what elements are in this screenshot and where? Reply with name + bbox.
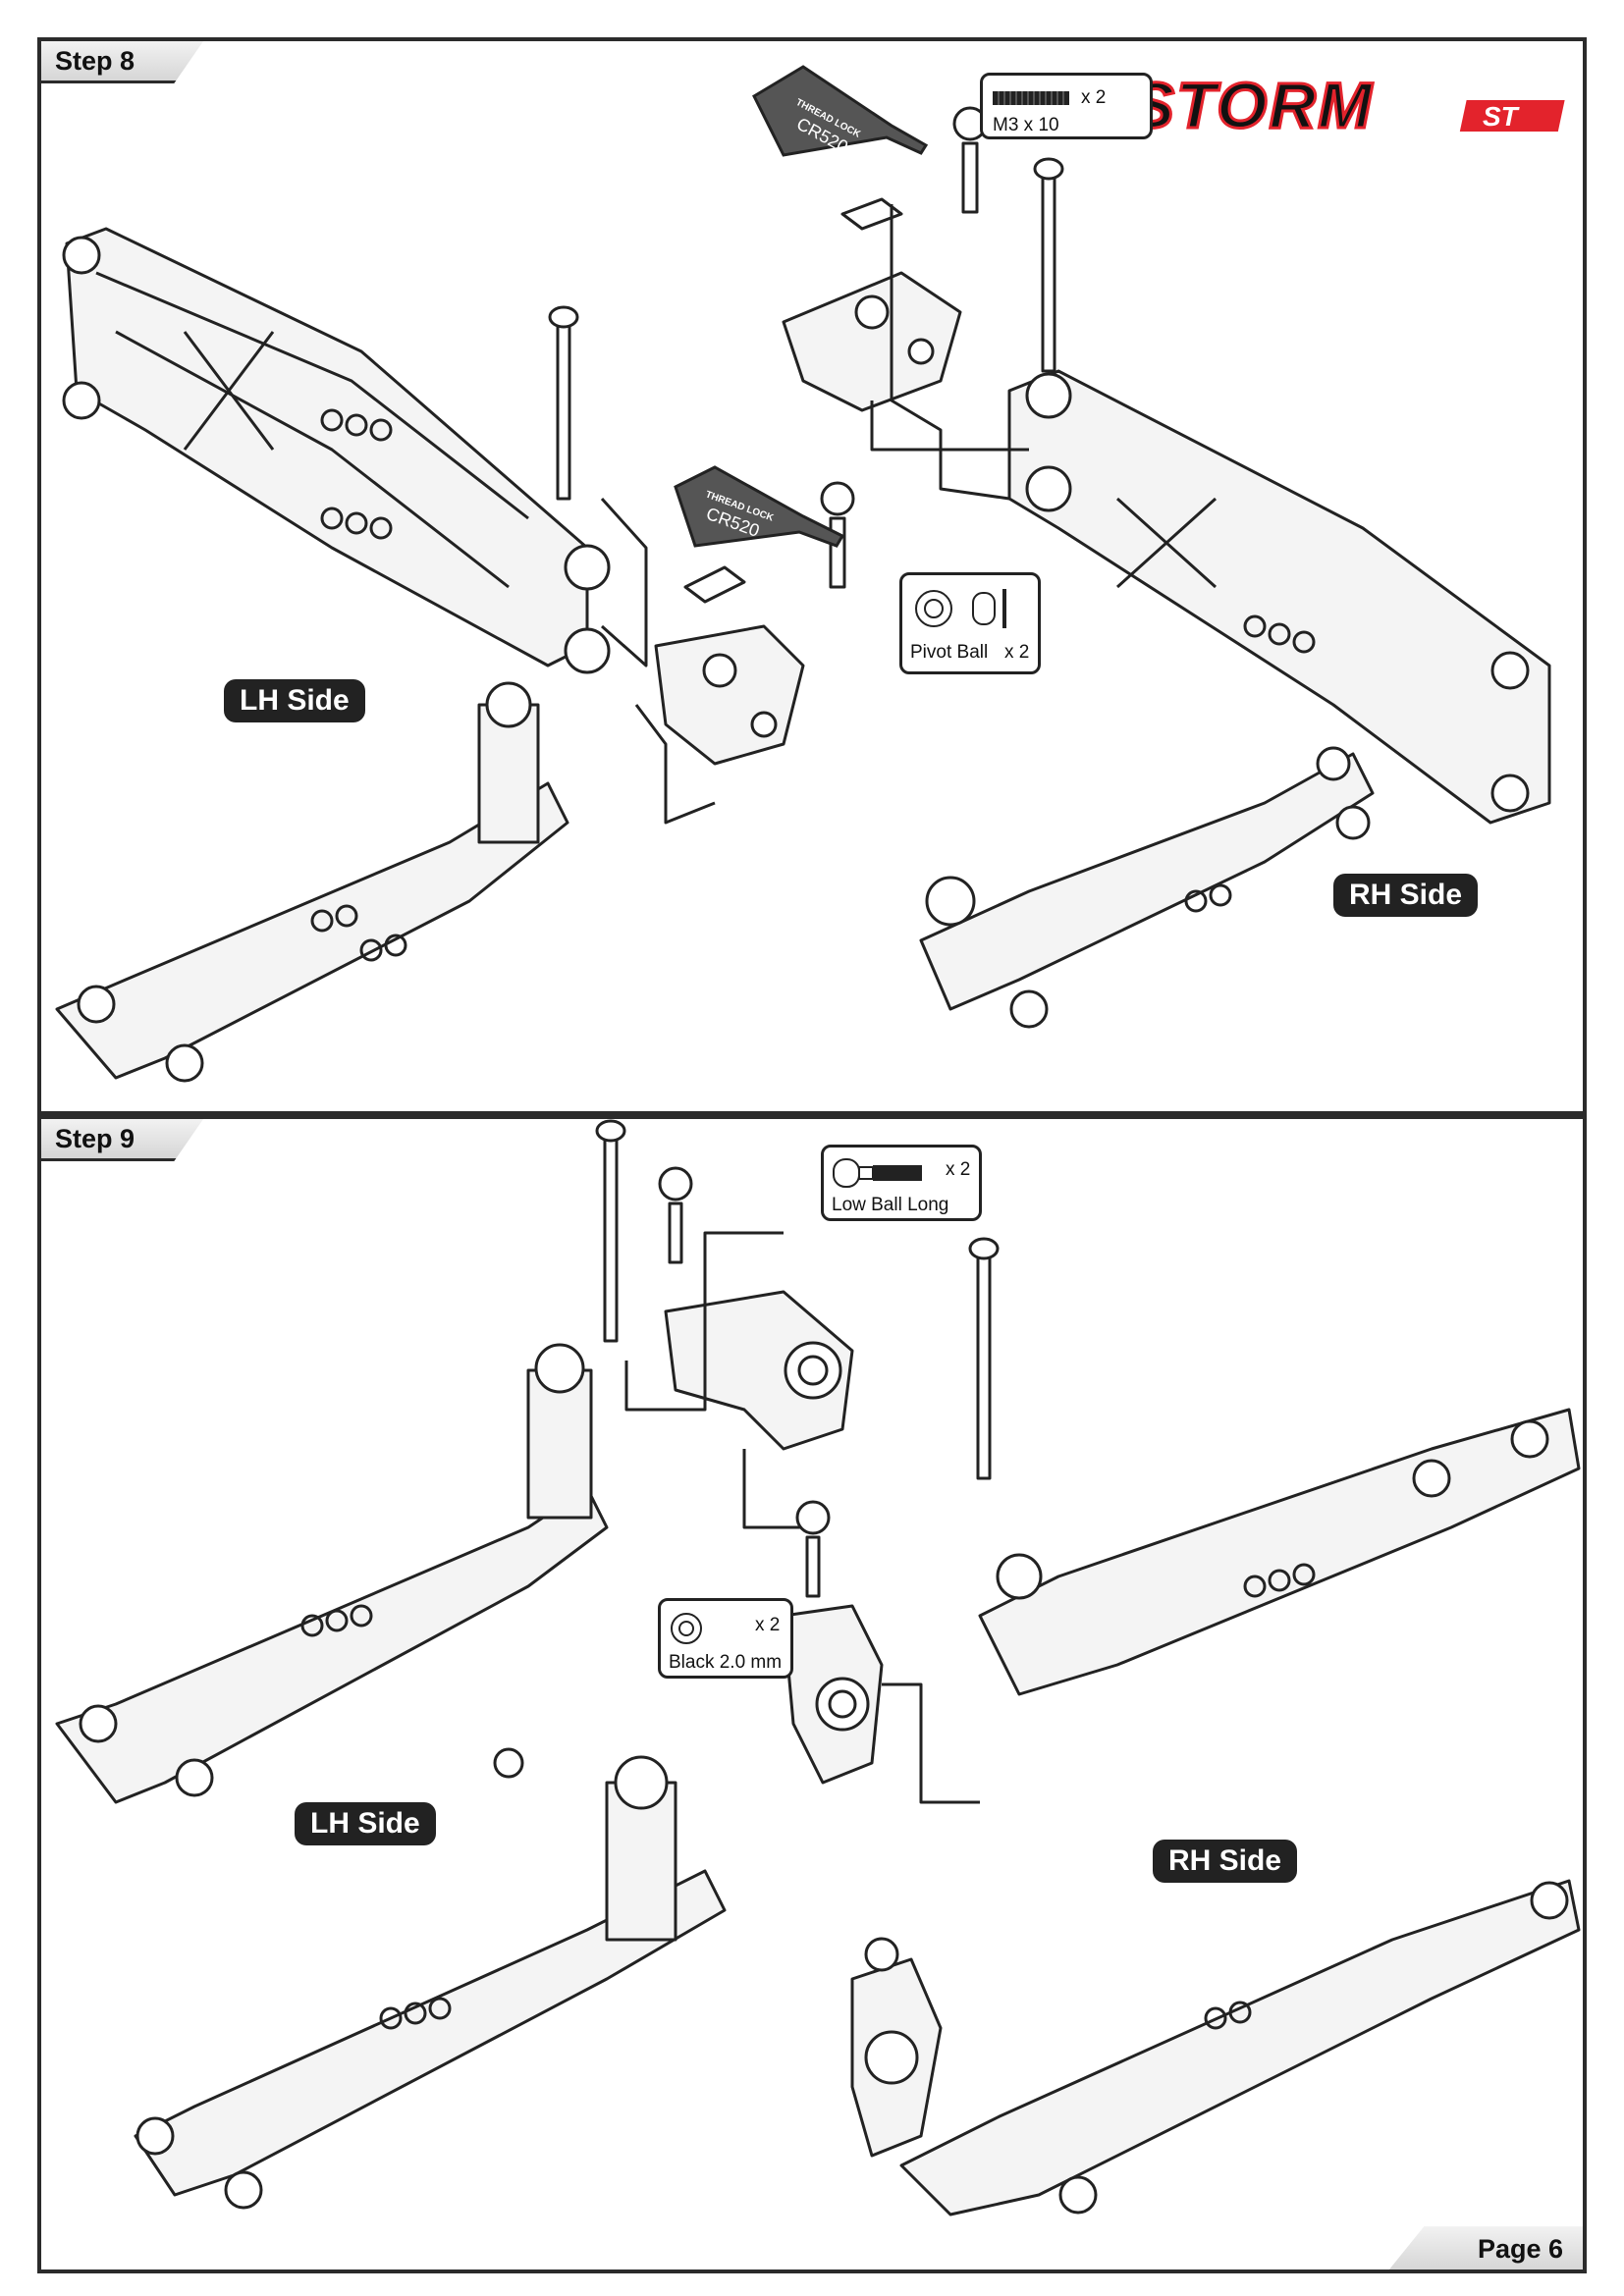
- step-9-rh-side-label: RH Side: [1153, 1840, 1298, 1883]
- step-divider: [37, 1111, 1587, 1119]
- pivot-ball-label: Pivot Ball: [910, 642, 989, 663]
- pivot-ball-qty: x 2: [1004, 642, 1030, 663]
- black-spacer-label: Black 2.0 mm: [669, 1652, 783, 1673]
- rh-arm-with-caster: [978, 1408, 1581, 1696]
- step-9-panel: Step 9: [37, 1115, 1587, 2273]
- hinge-pin-lh: [548, 305, 579, 501]
- thread-lock-tube-2: THREAD LOCK CR520: [674, 465, 845, 548]
- lh-lower-arm-exploded: [62, 227, 611, 674]
- step-8-lh-side-label: LH Side: [224, 679, 365, 722]
- lh-assembled-with-knuckle: [134, 1747, 727, 2210]
- step-9-lh-side-label: LH Side: [295, 1802, 436, 1845]
- rh-caster-block: [782, 197, 962, 412]
- page-frame: [37, 37, 1587, 2273]
- hinge-pin-step9-lh: [595, 1119, 626, 1343]
- steering-knuckle-lower: [782, 1604, 884, 1785]
- black-spacer-qty: x 2: [755, 1615, 781, 1635]
- black-spacer-callout: x 2 Black 2.0 mm: [658, 1598, 793, 1679]
- rh-lower-arm-exploded: [1007, 369, 1551, 825]
- screw-icon: [993, 91, 1069, 105]
- lh-arm-with-caster: [55, 1343, 609, 1804]
- svg-text:STORM: STORM: [1131, 71, 1374, 141]
- thread-lock-tube-1: THREAD LOCK CR520: [752, 65, 929, 157]
- m3x10-qty: x 2: [1081, 87, 1107, 108]
- step-8-panel: Step 8: [37, 37, 1587, 1115]
- rh-assembled-arm: [919, 746, 1375, 1029]
- low-ball-long-icon: [833, 1158, 922, 1188]
- pivot-ball-icon: [915, 589, 1006, 628]
- hinge-pin-step9-rh: [968, 1237, 1000, 1480]
- m3x10-screw-callout: x 2 M3 x 10: [980, 73, 1153, 139]
- low-ball-upper: [658, 1166, 693, 1264]
- m3x10-label: M3 x 10: [993, 115, 1059, 135]
- step-8-title: Step 8: [41, 41, 204, 83]
- svg-text:ST: ST: [1483, 101, 1521, 132]
- low-ball-lower: [795, 1500, 831, 1598]
- page-number: Page 6: [1388, 2226, 1583, 2269]
- rh-assembled-with-knuckle: [850, 1879, 1581, 2216]
- low-ball-long-callout: x 2 Low Ball Long: [821, 1145, 982, 1221]
- low-ball-long-label: Low Ball Long: [832, 1195, 949, 1215]
- spacer-washer-icon: [671, 1613, 702, 1644]
- pivot-ball-callout: Pivot Ball x 2: [899, 572, 1041, 674]
- step-8-illustration: [55, 106, 1551, 1083]
- lh-assembled-arm: [55, 681, 569, 1083]
- lh-caster-block: [654, 565, 805, 766]
- steering-knuckle-upper: [664, 1290, 854, 1451]
- hinge-pin-rh: [1033, 157, 1064, 373]
- step-9-title: Step 9: [41, 1119, 204, 1161]
- step-8-rh-side-label: RH Side: [1333, 874, 1479, 917]
- step-9-illustration: [55, 1119, 1581, 2216]
- storm-st-logo: STORM ST: [1130, 71, 1565, 141]
- low-ball-long-qty: x 2: [946, 1159, 971, 1180]
